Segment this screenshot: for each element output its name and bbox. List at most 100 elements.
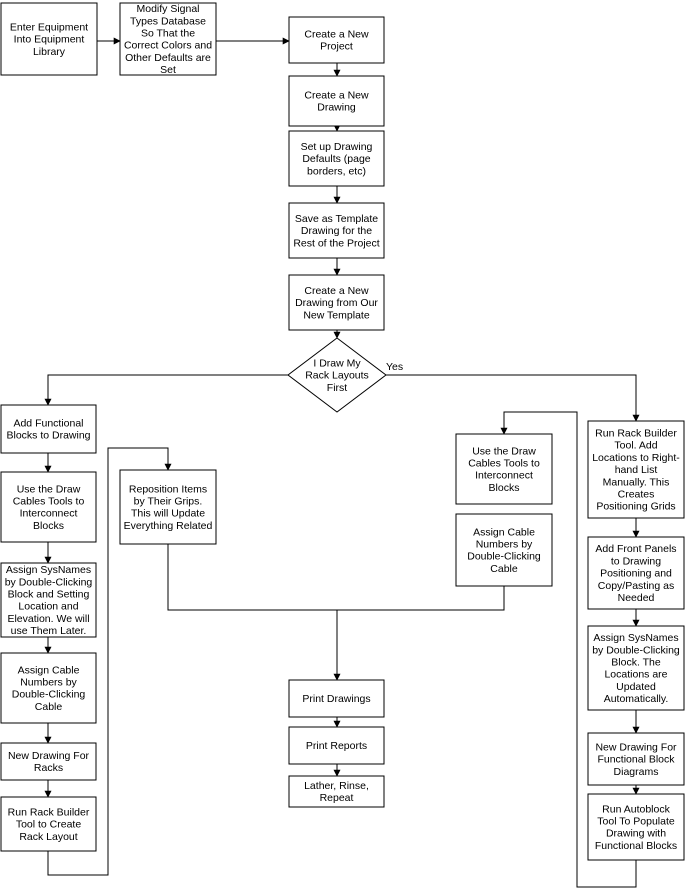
modify-signal-types-line-5: Other Defaults are	[125, 52, 211, 64]
draw-cables-mid-line-1: Use the Draw	[472, 445, 536, 457]
draw-cables-left-line-1: Use the Draw	[17, 483, 81, 495]
draw-cables-mid-line-2: Cables Tools to	[468, 458, 540, 470]
lather-rinse-repeat-line-2: Repeat	[320, 792, 354, 804]
create-drawing-line-1: Create a New	[304, 90, 369, 102]
reposition-items-line-3: This will Update	[131, 508, 205, 520]
add-front-panels-rect	[587, 536, 685, 610]
setup-defaults-rect	[288, 130, 385, 187]
create-project-line-1: Create a New	[304, 29, 369, 41]
assign-sysnames-right-rect	[587, 625, 685, 711]
add-functional-blocks-rect	[0, 404, 97, 454]
run-rack-builder-right-line-2: Tool. Add	[614, 440, 657, 452]
print-reports-rect	[288, 726, 385, 765]
assign-cable-mid-line-1: Assign Cable	[473, 526, 535, 538]
assign-sysnames-right-line-1: Assign SysNames	[593, 632, 678, 644]
assign-cable-mid-line-2: Numbers by	[476, 539, 533, 551]
assign-sysnames-left-line-1: Assign SysNames	[6, 564, 91, 576]
lather-rinse-repeat-line-1: Lather, Rinse,	[304, 780, 369, 792]
draw-cables-left-line-2: Cables Tools to	[13, 496, 85, 508]
reposition-items-line-2: by Their Grips.	[134, 496, 203, 508]
enter-equipment-rect	[0, 2, 98, 76]
new-drawing-functional-line-2: Functional Block	[597, 754, 675, 766]
new-drawing-racks-rect	[0, 742, 97, 781]
draw-cables-mid-line-3: Interconnect	[475, 470, 533, 482]
edge-decision-to-left	[44, 374, 288, 406]
print-reports-line-1: Print Reports	[306, 740, 367, 752]
modify-signal-types-line-3: So That the	[141, 28, 195, 40]
setup-defaults-line-1: Set up Drawing	[301, 141, 373, 153]
setup-defaults-line-2: Defaults (page	[302, 153, 370, 165]
decision-rack-first-line-2: Rack Layouts	[305, 370, 369, 382]
modify-signal-types-line-4: Correct Colors and	[124, 40, 212, 52]
draw-cables-left-rect	[0, 471, 97, 543]
assign-sysnames-right-line-5: Updated	[616, 681, 656, 693]
modify-signal-types-line-6: Set	[160, 64, 176, 76]
assign-cable-left-line-4: Cable	[35, 701, 63, 713]
run-autoblock-line-1: Run Autoblock	[602, 803, 670, 815]
reposition-items-rect	[119, 469, 217, 545]
run-rack-builder-left-line-3: Rack Layout	[19, 831, 77, 843]
new-from-template-line-2: Drawing from Our	[295, 297, 378, 309]
edge-reposition-down	[167, 544, 337, 611]
lather-rinse-repeat-rect	[288, 775, 385, 808]
assign-cable-left-line-2: Numbers by	[20, 677, 77, 689]
add-front-panels-line-1: Add Front Panels	[595, 543, 676, 555]
run-rack-builder-left-line-1: Run Rack Builder	[8, 806, 90, 818]
assign-sysnames-right-line-2: by Double-Clicking	[592, 644, 680, 656]
assign-sysnames-left-line-4: Location and	[18, 601, 78, 613]
run-rack-builder-left-rect	[0, 796, 97, 852]
assign-sysnames-right-line-6: Automatically.	[604, 693, 669, 705]
run-rack-builder-right-line-6: Creates	[618, 489, 655, 501]
enter-equipment-line-1: Enter Equipment	[10, 21, 88, 33]
draw-cables-left-line-3: Interconnect	[20, 508, 78, 520]
modify-signal-types-line-2: Types Database	[130, 15, 206, 27]
assign-cable-mid-line-3: Double-Clicking	[467, 551, 541, 563]
add-functional-blocks-line-2: Blocks to Drawing	[6, 430, 90, 442]
assign-sysnames-left-line-3: Block and Setting	[8, 589, 90, 601]
run-rack-builder-right-line-1: Run Rack Builder	[595, 428, 677, 440]
save-template-rect	[288, 202, 385, 259]
decision-rack-first-line-1: I Draw My	[313, 357, 361, 369]
new-drawing-racks-line-2: Racks	[34, 762, 63, 774]
create-project-line-2: Project	[320, 41, 353, 53]
decision-diamond-shape	[287, 337, 387, 413]
edge-left-loop-to-reposition	[47, 447, 172, 876]
draw-cables-mid-line-4: Blocks	[489, 482, 520, 494]
draw-cables-mid-rect	[455, 433, 553, 505]
run-rack-builder-right-line-3: Locations to Right-	[592, 452, 680, 464]
run-rack-builder-right-line-4: hand List	[615, 464, 658, 476]
lather-rinse-repeat-box: Lather, Rinse,Repeat	[288, 775, 385, 808]
setup-defaults-line-3: borders, etc)	[307, 165, 366, 177]
reposition-items-line-1: Reposition Items	[129, 483, 207, 495]
add-front-panels-line-2: to Drawing	[611, 555, 661, 567]
run-rack-builder-left-line-2: Tool to Create	[16, 819, 82, 831]
new-from-template-rect	[288, 274, 385, 331]
new-drawing-racks-line-1: New Drawing For	[8, 750, 90, 762]
assign-cable-left-line-3: Double-Clicking	[12, 689, 86, 701]
assign-sysnames-left-line-5: Elevation. We will	[7, 613, 89, 625]
assign-cable-mid-rect	[455, 513, 553, 587]
connectors	[44, 37, 640, 888]
save-template-line-1: Save as Template	[295, 213, 378, 225]
enter-equipment-line-2: Into Equipment	[14, 34, 85, 46]
create-project-rect	[288, 16, 385, 64]
decision-rack-first-line-3: First	[327, 382, 347, 394]
